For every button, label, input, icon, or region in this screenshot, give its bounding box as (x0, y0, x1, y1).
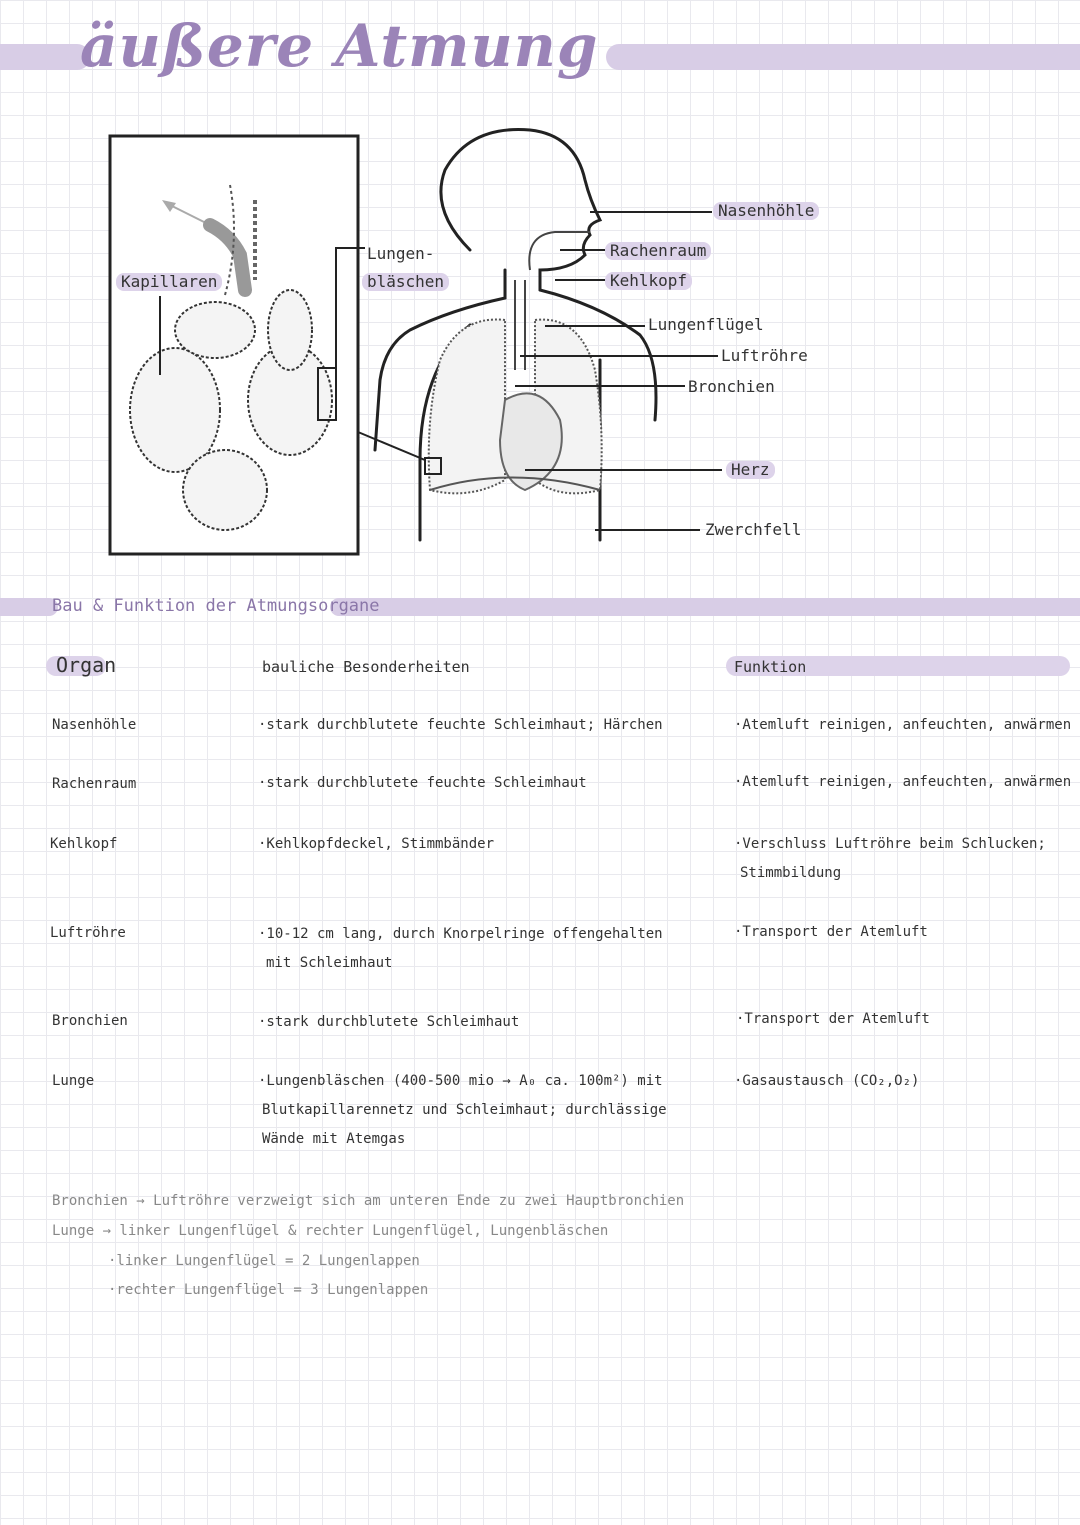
label-zwerchfell: Zwerchfell (705, 520, 802, 539)
label-luftroehre: Luftröhre (721, 346, 808, 365)
note-line: ·linker Lungenflügel = 2 Lungenlappen (108, 1253, 420, 1269)
label-lungenblaeschen-line1: Lungen- (367, 244, 435, 263)
row-organ: Luftröhre (50, 925, 126, 941)
label-kehlkopf: Kehlkopf (605, 272, 693, 290)
row-funktion: ·Atemluft reinigen, anfeuchten, anwärmen (734, 774, 1072, 790)
label-herz: Herz (726, 461, 775, 479)
row-bau-cont: Blutkapillarennetz und Schleimhaut; durc… (262, 1102, 667, 1118)
row-organ: Lunge (52, 1073, 95, 1089)
note-line: Lunge → linker Lungenflügel & rechter Lu… (52, 1223, 609, 1239)
row-funktion: ·Transport der Atemluft (736, 1011, 930, 1027)
row-bau-cont: mit Schleimhaut (266, 955, 393, 971)
page-title: äußere Atmung (80, 12, 599, 80)
title-decoration-left (0, 44, 90, 70)
header-bau: bauliche Besonderheiten (262, 658, 470, 676)
row-bau: ·Lungenbläschen (400-500 mio → A₀ ca. 10… (258, 1073, 663, 1089)
label-lungenblaeschen-line2: bläschen (362, 273, 450, 291)
alveoli-cluster-shape (129, 289, 333, 531)
airflow-arrow-icon (162, 200, 211, 226)
row-funktion: ·Transport der Atemluft (734, 924, 928, 940)
header-highlight-organ (46, 656, 106, 676)
title-decoration-right (606, 44, 1080, 70)
row-organ: Rachenraum (52, 776, 137, 792)
header-highlight-funktion (726, 656, 1070, 676)
row-organ: Nasenhöhle (52, 717, 137, 733)
row-bau-cont: Wände mit Atemgas (262, 1131, 406, 1147)
header-funktion: Funktion (734, 658, 807, 676)
section-decoration-left (0, 598, 58, 616)
header-organ: Organ (56, 653, 117, 677)
label-rachenraum: Rachenraum (605, 242, 712, 260)
row-bau: ·stark durchblutete feuchte Schleimhaut (258, 775, 587, 791)
section-decoration-right (330, 598, 1080, 616)
row-funktion: ·Verschluss Luftröhre beim Schlucken; (734, 836, 1046, 852)
row-bau: ·10-12 cm lang, durch Knorpelringe offen… (258, 926, 663, 942)
respiratory-diagram (108, 128, 722, 556)
diaphragm-shape (429, 476, 601, 491)
heart-shape (498, 392, 563, 492)
row-bau: ·stark durchblutete Schleimhaut (258, 1014, 520, 1030)
blood-vessel-shape (203, 218, 252, 297)
label-nasenhoehle: Nasenhöhle (713, 202, 820, 220)
lungs-shape (427, 318, 603, 495)
label-lungenfluegel: Lungenflügel (648, 315, 764, 334)
row-funktion: ·Atemluft reinigen, anfeuchten, anwärmen (734, 717, 1072, 733)
row-organ: Kehlkopf (50, 836, 118, 852)
row-bau: ·Kehlkopfdeckel, Stimmbänder (258, 836, 495, 852)
label-bronchien: Bronchien (688, 377, 775, 396)
row-funktion: ·Gasaustausch (CO₂,O₂) (734, 1073, 920, 1089)
note-line: Bronchien → Luftröhre verzweigt sich am … (52, 1193, 685, 1209)
section-title: Bau & Funktion der Atmungsorgane (52, 596, 380, 616)
note-line: ·rechter Lungenflügel = 3 Lungenlappen (108, 1282, 429, 1298)
row-bau: ·stark durchblutete feuchte Schleimhaut;… (258, 717, 663, 733)
row-funktion-cont: Stimmbildung (740, 865, 842, 881)
row-organ: Bronchien (52, 1013, 128, 1029)
label-kapillaren: Kapillaren (116, 273, 223, 291)
